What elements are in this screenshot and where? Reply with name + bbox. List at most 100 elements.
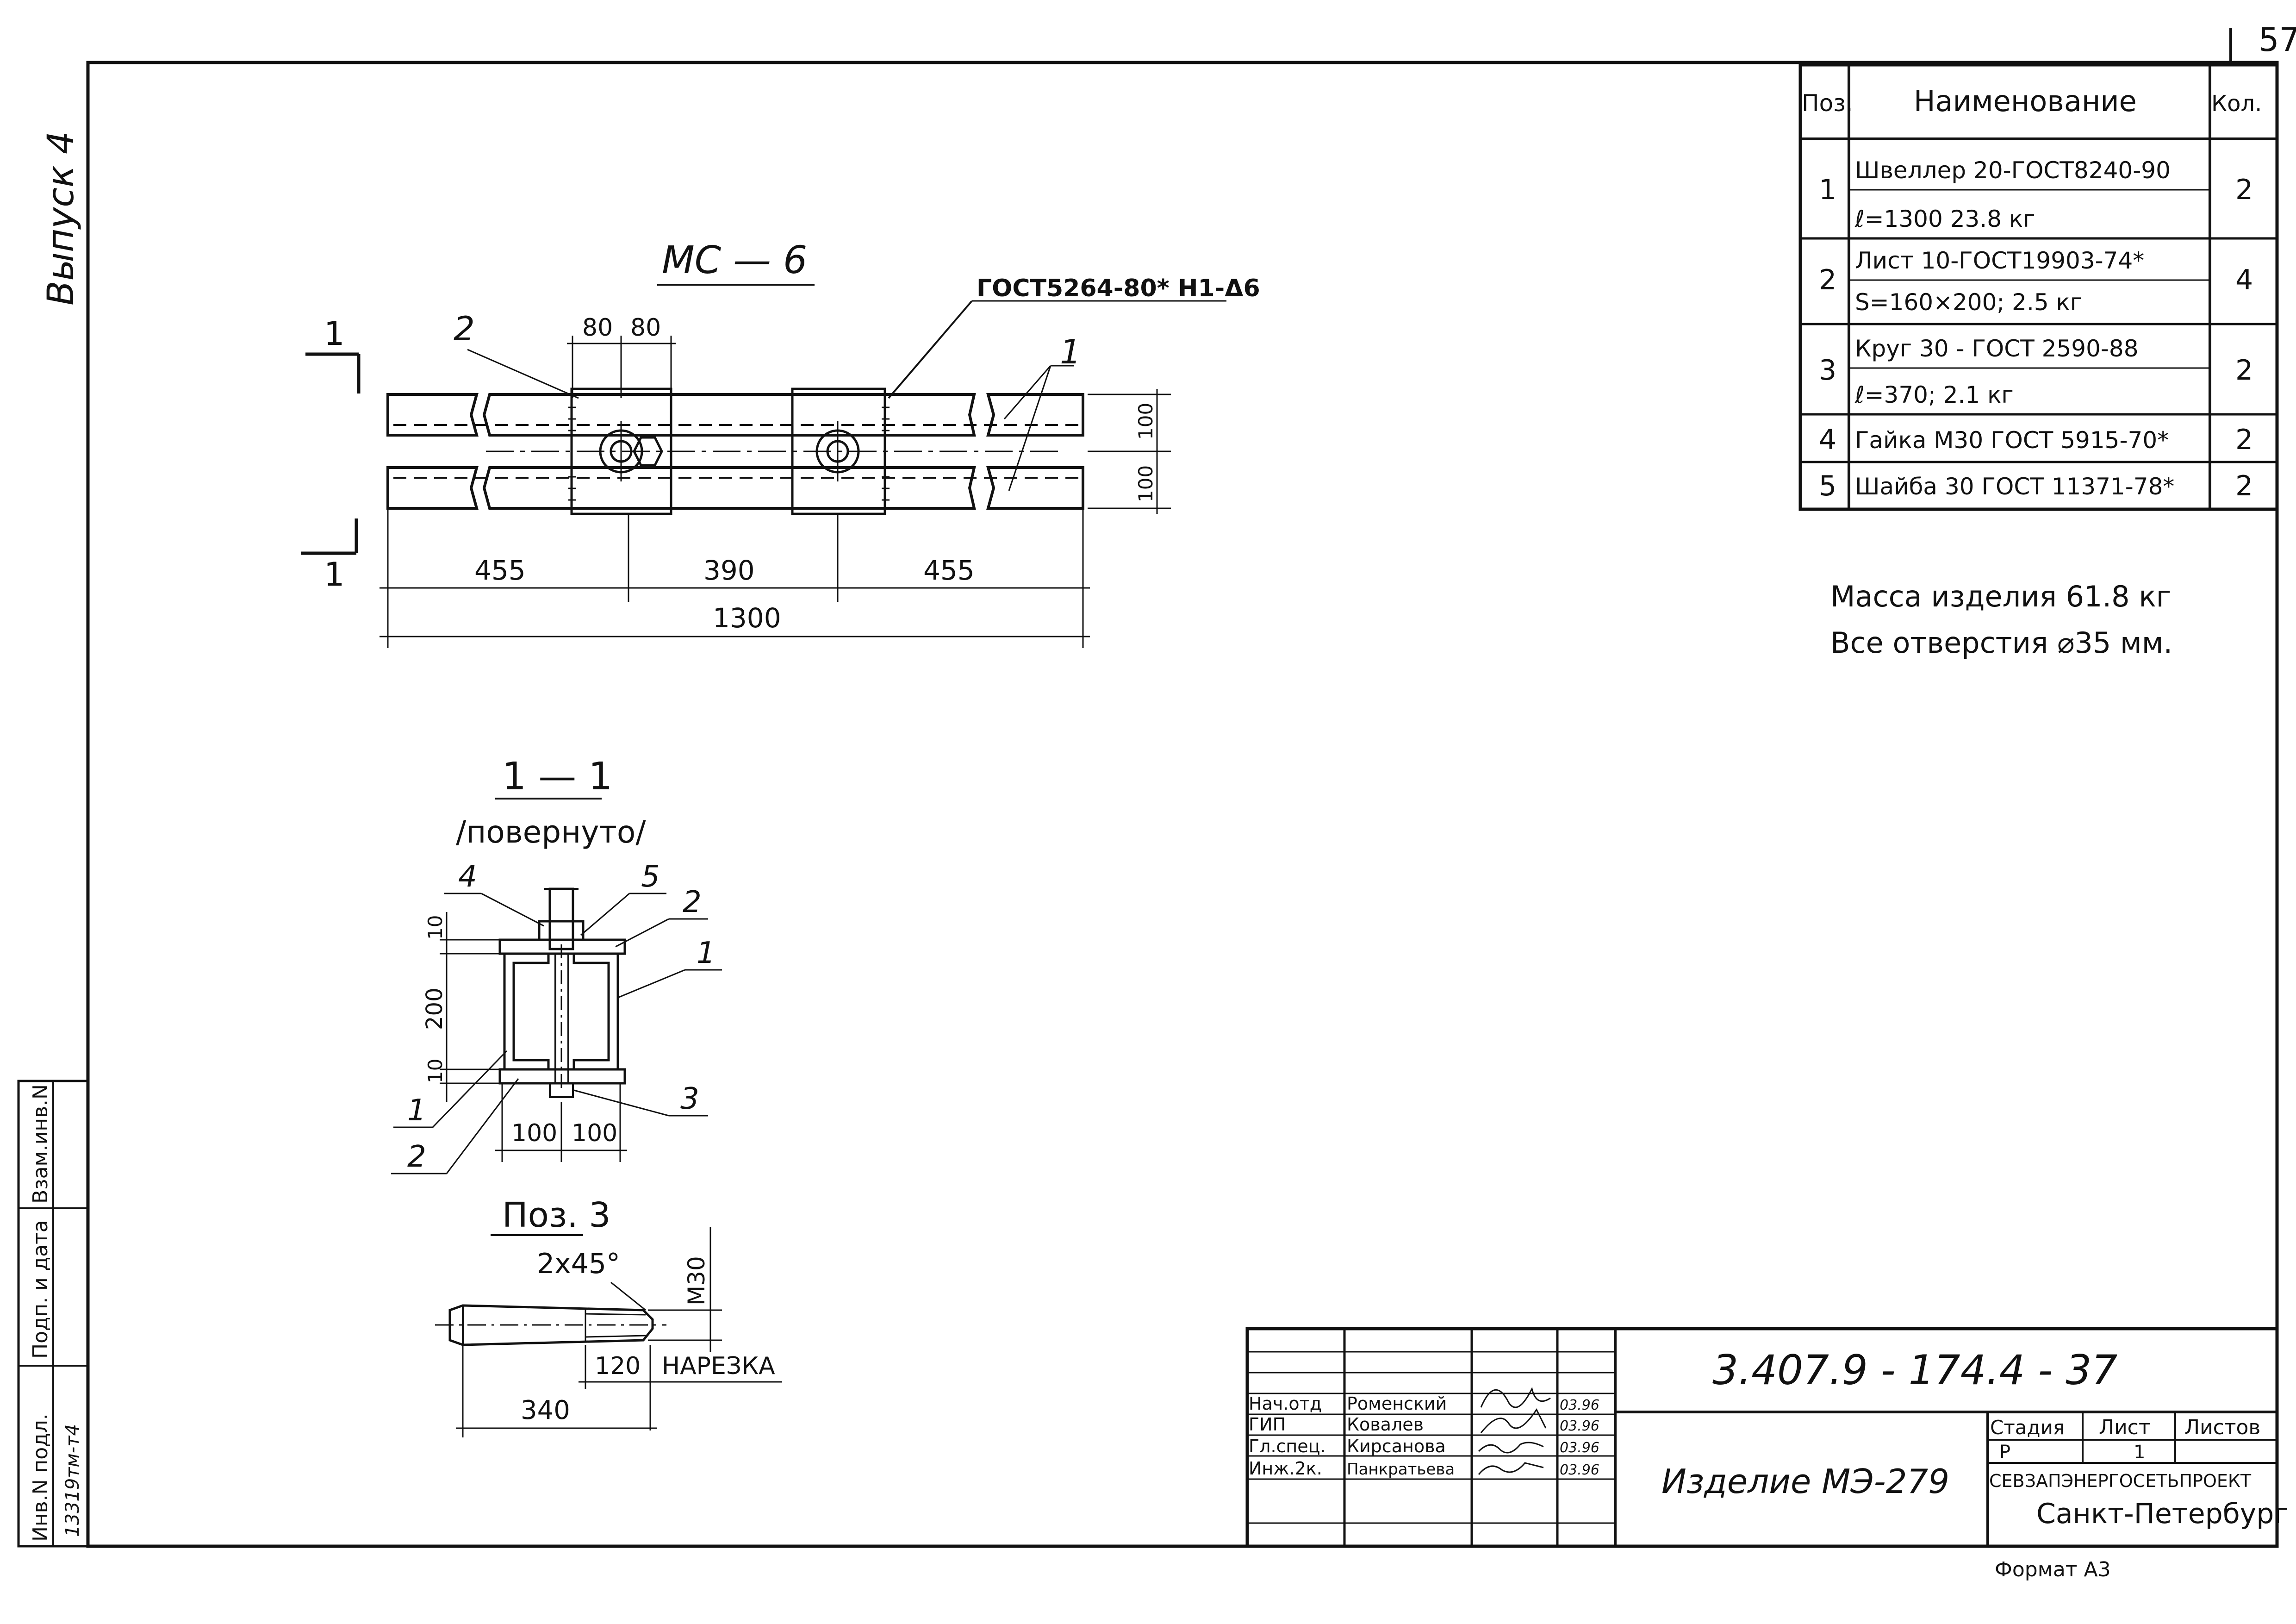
channel-bottom-right — [986, 466, 1084, 510]
signature-1 — [1480, 1387, 1551, 1408]
dim-455-right: 455 — [923, 555, 975, 586]
signer4-name: Панкратьева — [1347, 1460, 1455, 1479]
format-label: Формат А3 — [1995, 1558, 2111, 1581]
stage-value: Р — [1999, 1442, 2010, 1463]
spec-row2-pos: 2 — [1819, 264, 1836, 296]
svg-text:1: 1 — [324, 556, 345, 593]
detail-view: Поз. 3 2х45° М30 120 НАРЕЗКА 340 — [435, 1195, 782, 1437]
spec-row4-pos: 4 — [1819, 424, 1836, 456]
spec-row4-line1: Гайка М30 ГОСТ 5915-70* — [1855, 427, 2169, 454]
detail-title: Поз. 3 — [502, 1195, 610, 1235]
dim-side-100-top: 100 — [1134, 403, 1157, 440]
stage-header: Стадия — [1990, 1416, 2065, 1439]
signer4-date: 03.96 — [1560, 1462, 1599, 1478]
strip-label-sign: Подп. и дата — [29, 1220, 52, 1359]
spec-row1-line1: Швеллер 20-ГОСТ8240-90 — [1855, 157, 2171, 184]
spec-row3-line2: ℓ=370; 2.1 кг — [1854, 381, 2014, 408]
dim-10-bottom: 10 — [424, 1059, 447, 1083]
spec-header-name: Наименование — [1914, 84, 2137, 118]
bolt-left — [599, 429, 663, 474]
doc-code: 3.407.9 - 174.4 - 37 — [1712, 1346, 2117, 1394]
channel-top-main — [482, 393, 976, 437]
spec-row1-qty: 2 — [2235, 174, 2253, 206]
sec-pos-4: 4 — [458, 860, 477, 894]
spec-row1-line2: ℓ=1300 23.8 кг — [1854, 206, 2035, 232]
spec-row2-qty: 4 — [2235, 264, 2253, 296]
spec-row3-pos: 3 — [1819, 354, 1836, 387]
sheet-value: 1 — [2134, 1442, 2145, 1463]
pos-label-1: 1 — [1060, 332, 1081, 371]
dim-100-right: 100 — [572, 1119, 617, 1147]
signature-2 — [1480, 1408, 1547, 1433]
dim-top-80-left: 80 — [582, 314, 613, 342]
signature-4 — [1478, 1462, 1544, 1475]
drawing-frame — [86, 61, 2279, 1548]
strip-label-swap: Взам.инв.N — [29, 1084, 52, 1204]
org-name: СЕВЗАПЭНЕРГОСЕТЬПРОЕКТ — [1989, 1471, 2252, 1491]
weld-note: ГОСТ5264-80* Н1-Δ6 — [977, 275, 1260, 302]
sec-pos-5: 5 — [641, 860, 660, 894]
page-corner-number: 57 — [2259, 21, 2296, 59]
dim-390: 390 — [703, 555, 755, 586]
strip-inv-value: 13319тм-т4 — [62, 1424, 83, 1537]
dim-200: 200 — [422, 987, 448, 1030]
detail-chamfer: 2х45° — [537, 1248, 620, 1280]
signer3-name: Кирсанова — [1347, 1436, 1446, 1456]
channel-top-right — [986, 393, 1084, 437]
detail-thread-label: НАРЕЗКА — [662, 1352, 775, 1380]
svg-text:1: 1 — [324, 315, 345, 353]
spec-row3-qty: 2 — [2235, 354, 2253, 387]
spec-row5-qty: 2 — [2235, 470, 2253, 502]
title-block: Нач.отд Роменский 03.96 ГИП Ковалев 03.9… — [1245, 1327, 2289, 1548]
signer1-role: Нач.отд — [1249, 1393, 1322, 1414]
dim-100-left: 100 — [511, 1119, 557, 1147]
dim-side-100-bottom: 100 — [1134, 465, 1157, 502]
sec-pos-2-bottom: 2 — [407, 1140, 426, 1174]
signer2-role: ГИП — [1249, 1414, 1286, 1435]
signer3-date: 03.96 — [1560, 1440, 1599, 1456]
detail-thread-len: 120 — [595, 1352, 641, 1380]
note-holes: Все отверстия ⌀35 мм. — [1830, 626, 2172, 660]
section-title: 1 — 1 — [502, 755, 612, 799]
spec-row3-line1: Круг 30 - ГОСТ 2590-88 — [1855, 335, 2139, 362]
strip-label-inv: Инв.N подл. — [29, 1413, 52, 1542]
spec-row5-pos: 5 — [1819, 470, 1836, 502]
channel-bottom-main — [482, 466, 976, 510]
left-strip: Инв.N подл. Подп. и дата Взам.инв.N 1331… — [17, 1080, 89, 1548]
spec-header-qty: Кол. — [2211, 91, 2262, 117]
section-view: 1 — 1 /повернуто/ 10 200 10 100 1 — [391, 755, 722, 1174]
signer3-role: Гл.спец. — [1249, 1436, 1326, 1456]
section-mark-bottom: 1 — [301, 518, 358, 593]
signer1-date: 03.96 — [1560, 1397, 1599, 1413]
sec-pos-2-top: 2 — [683, 885, 702, 919]
detail-length: 340 — [521, 1395, 570, 1425]
spec-row5-line1: Шайба 30 ГОСТ 11371-78* — [1855, 473, 2174, 500]
channel-bottom-left — [386, 466, 479, 510]
dim-total-1300: 1300 — [713, 602, 781, 634]
spec-row2-line2: S=160×200; 2.5 кг — [1855, 289, 2082, 316]
signer2-name: Ковалев — [1347, 1414, 1424, 1435]
sheets-header: Листов — [2184, 1416, 2260, 1439]
pos-label-2: 2 — [454, 309, 475, 348]
dim-455-left: 455 — [474, 555, 526, 586]
rod-outline — [448, 1304, 654, 1346]
spec-row4-qty: 2 — [2235, 424, 2253, 456]
note-mass: Масса изделия 61.8 кг — [1830, 580, 2171, 613]
main-view: МС — 6 — [301, 238, 1260, 648]
org-city: Санкт-Петербург — [2036, 1498, 2289, 1530]
dim-top-80-right: 80 — [630, 314, 661, 342]
spec-row2-line1: Лист 10-ГОСТ19903-74* — [1855, 247, 2144, 274]
signer1-name: Роменский — [1347, 1393, 1447, 1414]
signature-3 — [1478, 1442, 1544, 1454]
signer2-date: 03.96 — [1560, 1418, 1599, 1434]
sec-pos-1-right: 1 — [697, 936, 716, 970]
spec-table: Поз. Наименование Кол. 1 Швеллер 20-ГОСТ… — [1798, 63, 2279, 511]
sheet-header: Лист — [2099, 1416, 2151, 1439]
channel-top-left — [386, 393, 479, 437]
main-view-title: МС — 6 — [662, 238, 807, 282]
dim-10-top: 10 — [424, 915, 447, 940]
sec-pos-1-left: 1 — [407, 1093, 426, 1128]
signer4-role: Инж.2к. — [1249, 1458, 1322, 1479]
spec-row1-pos: 1 — [1819, 174, 1836, 206]
